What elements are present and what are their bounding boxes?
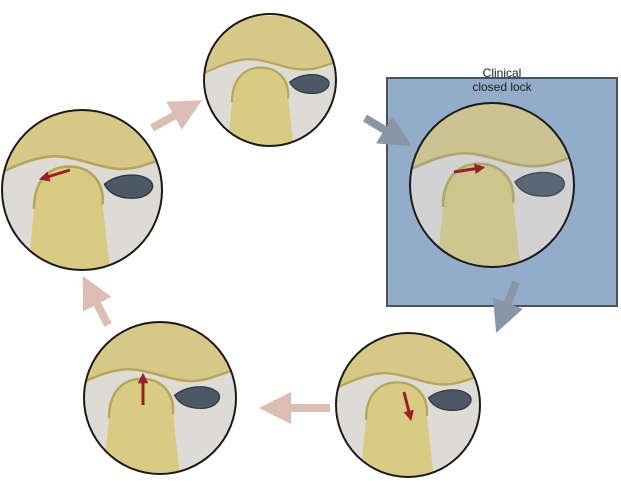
flow-arrow-left-to-top bbox=[150, 100, 202, 132]
flow-arrow-right-to-bottom-right bbox=[492, 280, 523, 333]
stage-left bbox=[1, 109, 163, 271]
label-line-2: closed lock bbox=[472, 80, 532, 94]
label-line-1: Clinical bbox=[482, 66, 522, 80]
stage-bottom-right bbox=[335, 332, 481, 478]
flow-arrow-bottom-left-to-left bbox=[82, 275, 112, 327]
flow-arrow-top-to-right bbox=[362, 114, 412, 147]
stage-top bbox=[203, 13, 337, 147]
condyle-arrow-backward bbox=[38, 168, 71, 182]
stage-bottom-left bbox=[83, 321, 237, 475]
stage-clinical-closed-lock bbox=[409, 102, 575, 268]
clinical-closed-lock-label: Clinical closed lock bbox=[387, 66, 617, 94]
condyle-arrow-down bbox=[402, 391, 414, 422]
condyle-arrow-forward bbox=[453, 163, 486, 174]
